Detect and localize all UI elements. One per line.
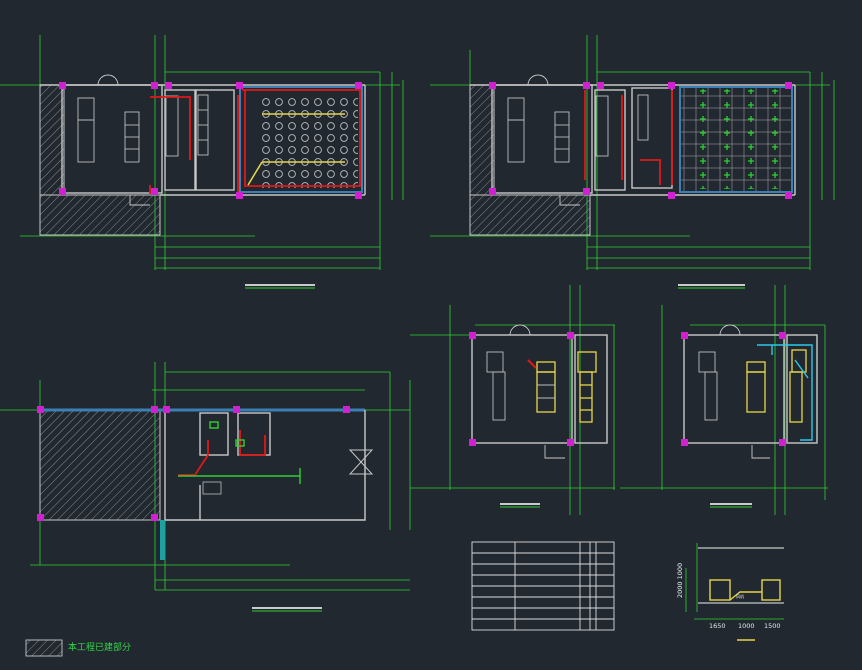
- double-swing-door-symbol: [348, 449, 374, 475]
- legend-label: 本工程已建部分: [68, 643, 132, 653]
- plan-small-left: [410, 285, 615, 515]
- plan-small-right: [620, 285, 828, 515]
- schedule-table: [471, 541, 615, 631]
- plan-top-right: [430, 35, 835, 289]
- detail-section: 风机 2000 1000 1650 1000 1500: [676, 543, 784, 641]
- detail-dim-1: 1650: [709, 622, 726, 630]
- plan-top-left: [0, 35, 404, 289]
- plan-bottom-left: [0, 362, 411, 612]
- hatch-swatch-icon: [25, 639, 63, 657]
- detail-dim-left: 2000 1000: [676, 563, 684, 598]
- detail-dim-2: 1000: [738, 622, 755, 630]
- detail-dim-3: 1500: [764, 622, 781, 630]
- detail-note: 风机: [736, 593, 744, 599]
